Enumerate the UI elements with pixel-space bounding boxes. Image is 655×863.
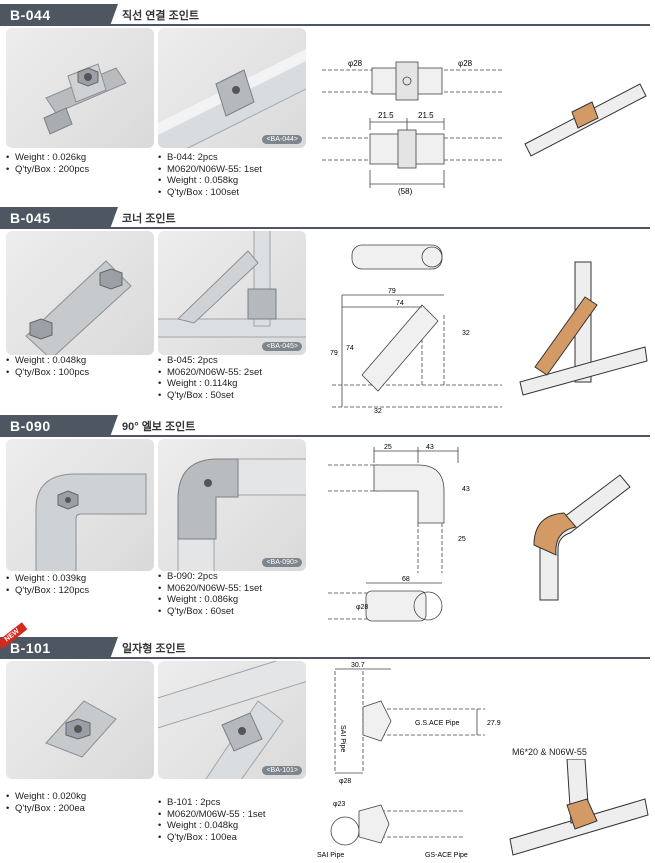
dim-label: 21.5 bbox=[378, 111, 394, 120]
assembly-sketch bbox=[509, 759, 649, 856]
spec-list: Weight : 0.048kg Q'ty/Box : 100pcs bbox=[6, 355, 89, 378]
product-code: B-090 bbox=[0, 415, 110, 437]
set-spec-item: B-045: 2pcs bbox=[158, 355, 262, 367]
product-code: B-101 bbox=[0, 637, 110, 659]
dim-label: 32 bbox=[462, 330, 470, 337]
dim-label: 68 bbox=[402, 576, 410, 583]
set-spec-item: Weight : 0.114kg bbox=[158, 378, 262, 390]
spec-weight: Weight : 0.026kg bbox=[6, 152, 89, 164]
dim-label: φ28 bbox=[339, 778, 351, 785]
product-title: 직선 연결 조인트 bbox=[122, 10, 199, 22]
spec-weight: Weight : 0.039kg bbox=[6, 573, 89, 585]
section-header: B-101 일자형 조인트 NEW bbox=[0, 621, 655, 659]
section-header: B-044 직선 연결 조인트 bbox=[0, 4, 655, 26]
dim-label: 74 bbox=[396, 300, 404, 307]
product-photo bbox=[6, 28, 154, 148]
set-spec-item: M0620/N06W-55: 1set bbox=[158, 164, 262, 176]
set-spec-item: B-044: 2pcs bbox=[158, 152, 262, 164]
set-spec-item: B-101 : 2pcs bbox=[158, 797, 266, 809]
set-spec-item: Q'ty/Box : 60set bbox=[158, 606, 262, 618]
dim-label: φ28 bbox=[348, 59, 363, 68]
set-spec-item: Q'ty/Box : 100set bbox=[158, 187, 262, 199]
dim-label: 79 bbox=[330, 350, 338, 357]
photo-tag: <BA-090> bbox=[262, 558, 302, 567]
spec-qty: Q'ty/Box : 200ea bbox=[6, 803, 86, 815]
spec-list: Weight : 0.026kg Q'ty/Box : 200pcs bbox=[6, 152, 89, 175]
pipe-label: SAI Pipe bbox=[317, 852, 344, 859]
dim-label: φ28 bbox=[356, 604, 368, 611]
technical-drawing: 30.7 27.9 φ28 φ23 SAI Pipe G.S.ACE Pipe … bbox=[317, 662, 501, 859]
set-spec-item: Q'ty/Box : 50set bbox=[158, 390, 262, 402]
set-spec-item: Q'ty/Box : 100ea bbox=[158, 832, 266, 844]
spec-list: Weight : 0.039kg Q'ty/Box : 120pcs bbox=[6, 573, 89, 596]
spec-list: Weight : 0.020kg Q'ty/Box : 200ea bbox=[6, 791, 86, 814]
header-rule bbox=[110, 227, 650, 229]
section-header: B-045 코너 조인트 bbox=[0, 207, 655, 229]
photo-tag: <BA-045> bbox=[262, 342, 302, 351]
dim-label: 25 bbox=[384, 444, 392, 451]
dim-label: 74 bbox=[346, 345, 354, 352]
spec-qty: Q'ty/Box : 200pcs bbox=[6, 164, 89, 176]
pipe-label: SAI Pipe bbox=[339, 725, 346, 752]
spec-qty: Q'ty/Box : 100pcs bbox=[6, 367, 89, 379]
dim-label: φ23 bbox=[333, 801, 345, 808]
pipe-label: G.S.ACE Pipe bbox=[415, 720, 459, 727]
spec-weight: Weight : 0.020kg bbox=[6, 791, 86, 803]
dim-label: 32 bbox=[374, 408, 382, 415]
section-b045: B-045 코너 조인트 <BA-045> Weight : 0.048kg Q… bbox=[0, 207, 655, 415]
product-code: B-044 bbox=[0, 4, 110, 26]
set-spec-list: B-090: 2pcs M0620/N06W-55: 1set Weight :… bbox=[158, 571, 262, 617]
section-b090: B-090 90° 엘보 조인트 <BA-090> Weight : 0.039… bbox=[0, 415, 655, 625]
photo-tag: <BA-044> bbox=[262, 135, 302, 144]
spec-qty: Q'ty/Box : 120pcs bbox=[6, 585, 89, 597]
dim-label: (58) bbox=[398, 187, 413, 196]
section-b044: B-044 직선 연결 조인트 <BA-044> Weight : 0.026k… bbox=[0, 4, 655, 209]
header-rule bbox=[110, 657, 650, 659]
set-spec-list: B-044: 2pcs M0620/N06W-55: 1set Weight :… bbox=[158, 152, 262, 198]
product-title: 90° 엘보 조인트 bbox=[122, 421, 196, 433]
set-spec-list: B-045: 2pcs M0620/N06W-55: 2set Weight :… bbox=[158, 355, 262, 401]
product-photo bbox=[6, 661, 154, 779]
assembly-photo: <BA-090> bbox=[158, 439, 306, 571]
dim-label: φ28 bbox=[458, 59, 473, 68]
set-spec-list: B-101 : 2pcs M0620/M06W-55 : 1set Weight… bbox=[158, 797, 266, 843]
technical-drawing: 25 43 43 25 68 φ28 bbox=[328, 444, 470, 622]
assembly-photo: <BA-044> bbox=[158, 28, 306, 148]
set-spec-item: M0620/N06W-55: 2set bbox=[158, 367, 262, 379]
section-b101: B-101 일자형 조인트 NEW <BA-101> Weight : 0.02… bbox=[0, 621, 655, 863]
photo-tag: <BA-101> bbox=[262, 766, 302, 775]
set-spec-item: M0620/M06W-55 : 1set bbox=[158, 809, 266, 821]
assembly-photo: <BA-101> bbox=[158, 661, 306, 779]
technical-drawing: φ28 φ28 21.5 21.5 (58) bbox=[322, 59, 502, 196]
assembly-sketch bbox=[519, 261, 648, 396]
set-spec-item: Weight : 0.058kg bbox=[158, 175, 262, 187]
dim-label: 43 bbox=[426, 444, 434, 451]
header-rule bbox=[110, 435, 650, 437]
callout-label: M6*20 & N06W-55 bbox=[512, 747, 587, 757]
product-code: B-045 bbox=[0, 207, 110, 229]
dim-label: 21.5 bbox=[418, 111, 434, 120]
assembly-sketch bbox=[533, 474, 631, 601]
pipe-label: GS-ACE Pipe bbox=[425, 852, 468, 859]
set-spec-item: B-090: 2pcs bbox=[158, 571, 262, 583]
dim-label: 79 bbox=[388, 288, 396, 295]
dim-label: 43 bbox=[462, 486, 470, 493]
set-spec-item: Weight : 0.048kg bbox=[158, 820, 266, 832]
set-spec-item: Weight : 0.086kg bbox=[158, 594, 262, 606]
product-title: 코너 조인트 bbox=[122, 213, 176, 225]
section-header: B-090 90° 엘보 조인트 bbox=[0, 415, 655, 437]
dim-label: 27.9 bbox=[487, 720, 501, 727]
technical-drawing: 79 74 79 74 32 32 bbox=[330, 244, 502, 415]
assembly-sketch bbox=[524, 83, 647, 157]
dim-label: 25 bbox=[458, 536, 466, 543]
product-photo bbox=[6, 231, 154, 355]
set-spec-item: M0620/N06W-55: 1set bbox=[158, 583, 262, 595]
assembly-photo: <BA-045> bbox=[158, 231, 306, 355]
product-photo bbox=[6, 439, 154, 571]
dim-label: 30.7 bbox=[351, 662, 365, 669]
header-rule bbox=[110, 24, 650, 26]
product-title: 일자형 조인트 bbox=[122, 643, 186, 655]
spec-weight: Weight : 0.048kg bbox=[6, 355, 89, 367]
